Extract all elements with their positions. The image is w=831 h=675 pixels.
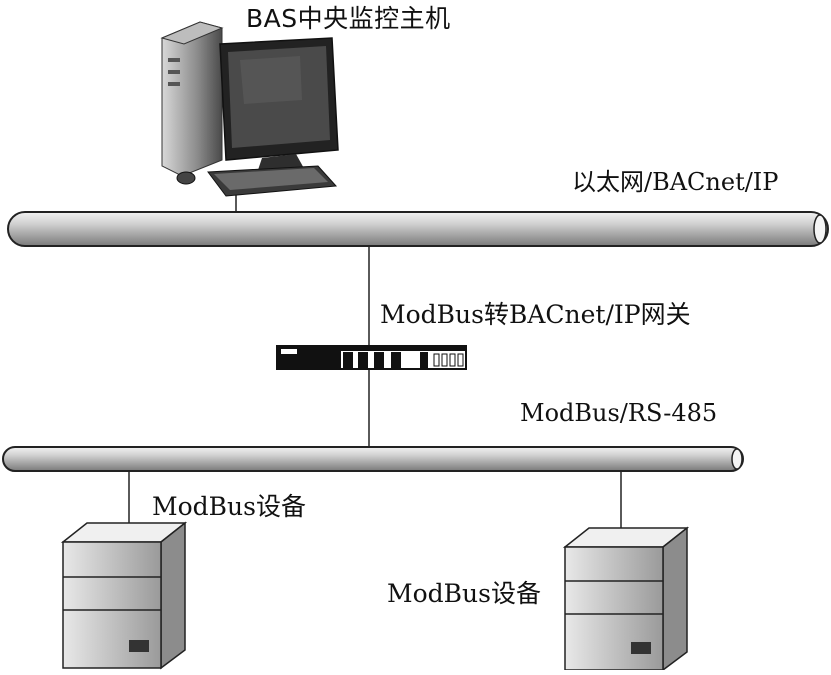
connector-lines	[128, 178, 622, 529]
rs485-bus	[2, 446, 744, 472]
ethernet-label: 以太网/BACnet/IP	[572, 168, 779, 196]
host-label: BAS中央监控主机	[246, 4, 451, 33]
device-left-server-icon	[60, 521, 188, 670]
device-left-label: ModBus设备	[152, 492, 306, 521]
ethernet-bus	[7, 211, 829, 247]
device-right-server-icon	[562, 526, 690, 672]
device-right-label: ModBus设备	[387, 579, 541, 608]
gateway-label: ModBus转BACnet/IP网关	[380, 300, 691, 329]
rs485-label: ModBus/RS-485	[520, 399, 718, 427]
desktop-computer-icon	[160, 21, 339, 197]
gateway-device-icon	[276, 345, 467, 370]
